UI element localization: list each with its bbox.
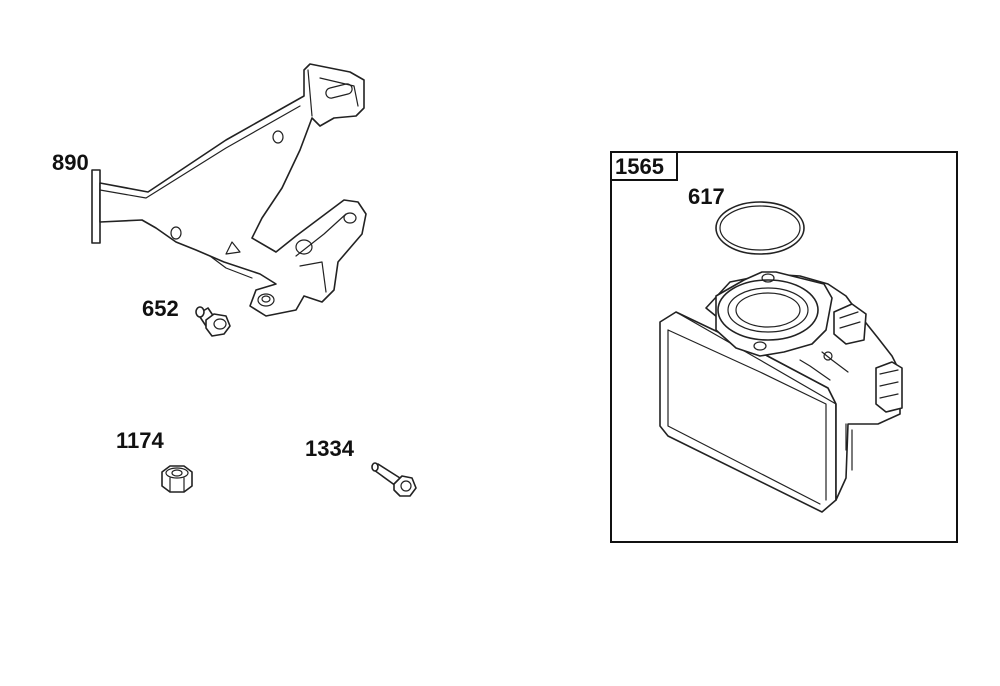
- label-890: 890: [52, 150, 89, 175]
- bolt-icon: [371, 462, 417, 497]
- throttle-body-icon: [659, 271, 903, 513]
- bracket-icon: [91, 63, 367, 317]
- screw-icon: [195, 306, 231, 337]
- label-1174: 1174: [116, 428, 164, 453]
- nut-icon: [161, 465, 193, 493]
- kit-label-box: [610, 151, 678, 181]
- label-617: 617: [688, 184, 725, 209]
- label-1565: 1565: [615, 154, 664, 179]
- label-652: 652: [142, 296, 179, 321]
- gasket-icon: [715, 201, 805, 255]
- kit-frame: [610, 151, 958, 543]
- label-1334: 1334: [305, 436, 355, 461]
